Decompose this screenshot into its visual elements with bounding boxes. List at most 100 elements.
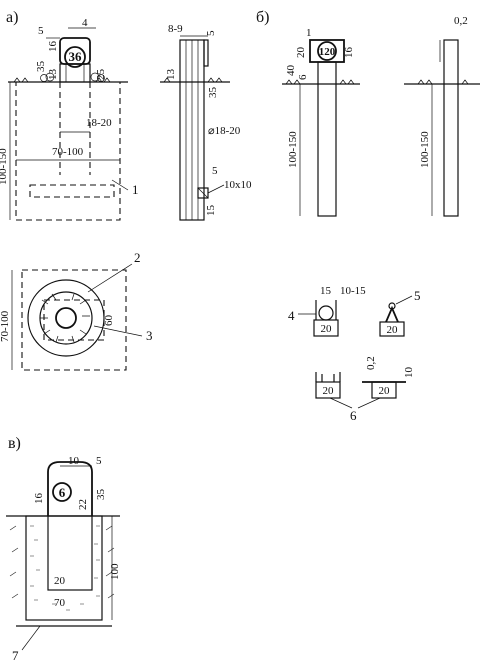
sign-number: 120 xyxy=(319,46,336,58)
callout-4: 4 xyxy=(288,308,295,323)
section-a-plan-view: 70-100 60 2 3 xyxy=(0,250,153,371)
leader-line xyxy=(21,625,41,651)
stone-ring-outer xyxy=(27,279,105,357)
dim-13: 13 xyxy=(165,69,177,81)
post-cap xyxy=(47,461,93,516)
dim-5: 5 xyxy=(212,165,218,177)
leader-line xyxy=(395,295,413,305)
post-section xyxy=(315,381,341,399)
dim-10-15: 10-15 xyxy=(340,285,366,297)
crossbar-hatch xyxy=(197,187,209,199)
ground-hatching xyxy=(285,79,355,85)
sign-number: 36 xyxy=(69,49,83,64)
dim-70-100: 70-100 xyxy=(0,310,11,342)
callout-5: 5 xyxy=(414,288,421,303)
leader-line xyxy=(329,397,353,409)
dim-15: 15 xyxy=(320,285,332,297)
dim-100-150: 100-150 xyxy=(287,131,299,168)
soil-hatching xyxy=(9,525,115,599)
dim-0-2: 0,2 xyxy=(365,356,377,370)
callout-2: 2 xyxy=(134,250,141,265)
dim-8-9: 8-9 xyxy=(168,23,183,35)
rail-head xyxy=(388,302,396,310)
dim-35: 35 xyxy=(95,489,107,501)
callout-7: 7 xyxy=(12,648,19,663)
section-a-side-view: 8-9 5 13 35 ⌀18-20 5 10х10 15 xyxy=(160,23,252,221)
section-a-front-view: а) 36 4 5 35 16 13 25 18-20 70-100 xyxy=(0,9,139,221)
dim-40: 40 xyxy=(285,65,297,77)
stone-texture xyxy=(40,293,90,343)
sign-circle xyxy=(64,46,86,68)
ground-hatching xyxy=(13,77,111,83)
dim-100: 100 xyxy=(109,563,121,580)
leader-line xyxy=(357,397,381,409)
dim-70: 70 xyxy=(54,597,66,609)
dim-5: 5 xyxy=(38,25,44,37)
post-above-ground xyxy=(59,63,91,83)
callout-1: 1 xyxy=(132,182,139,197)
section-b-side-view: 0,2 100-150 xyxy=(404,15,480,217)
dim-diameter: ⌀18-20 xyxy=(208,125,241,137)
pit-plan-outline xyxy=(21,269,127,371)
ground-hatching xyxy=(417,79,469,85)
dim-20-b: 20 xyxy=(387,324,399,336)
dim-6: 6 xyxy=(297,74,309,80)
section-label-a: а) xyxy=(6,9,18,26)
leader-line xyxy=(207,184,225,194)
dim-20-d: 20 xyxy=(379,385,391,397)
dim-5: 5 xyxy=(96,455,102,467)
rail-section xyxy=(385,305,399,323)
dim-35: 35 xyxy=(207,87,219,99)
section-v-post: в) 6 10 5 16 22 35 20 70 100 7 xyxy=(6,435,121,663)
dim-70-100: 70-100 xyxy=(52,146,84,158)
dim-0-2: 0,2 xyxy=(454,15,468,27)
dim-20-c: 20 xyxy=(323,385,335,397)
pit-outline xyxy=(15,81,121,221)
dim-4: 4 xyxy=(82,17,88,29)
leader-line xyxy=(87,263,133,293)
section-b-cross-sections: 20 15 10-15 4 20 5 20 20 0,2 10 6 xyxy=(288,285,421,423)
dim-10: 10 xyxy=(68,455,80,467)
dim-10x10: 10х10 xyxy=(224,179,252,191)
post-plan xyxy=(55,307,77,329)
dim-25: 25 xyxy=(95,69,107,81)
dim-100-150: 100-150 xyxy=(0,148,9,185)
dim-16: 16 xyxy=(343,47,355,59)
dim-16: 16 xyxy=(47,41,59,53)
dim-20: 20 xyxy=(54,575,66,587)
anchor-crossbar xyxy=(29,184,115,198)
stone xyxy=(90,72,100,82)
dim-60: 60 xyxy=(103,315,115,327)
dim-100-150: 100-150 xyxy=(419,131,431,168)
dim-35: 35 xyxy=(35,61,47,73)
dim-13: 13 xyxy=(47,69,59,81)
dim-1: 1 xyxy=(306,27,312,39)
dim-10: 10 xyxy=(403,367,415,379)
post-side xyxy=(443,39,459,217)
pipe-section xyxy=(318,305,334,321)
dim-18-20: 18-20 xyxy=(86,117,112,129)
section-b-front-view: б) 120 1 20 40 16 6 100-150 xyxy=(256,9,360,217)
dim-15: 15 xyxy=(205,205,217,217)
stone xyxy=(45,72,55,82)
post-section xyxy=(313,319,339,337)
ground-hatching xyxy=(163,77,223,83)
dim-16: 16 xyxy=(33,493,45,505)
callout-3: 3 xyxy=(146,328,153,343)
leader-line xyxy=(93,325,143,337)
dim-20-a: 20 xyxy=(321,323,333,335)
dim-22: 22 xyxy=(77,499,89,510)
post-section xyxy=(379,321,405,337)
section-label-v: в) xyxy=(8,435,21,452)
post-buried xyxy=(47,515,93,591)
callout-6: 6 xyxy=(350,408,357,423)
bracket-arms xyxy=(315,372,341,382)
dim-20: 20 xyxy=(295,47,307,59)
section-label-b: б) xyxy=(256,9,269,26)
crossbar-plan xyxy=(43,299,105,341)
concrete-texture xyxy=(30,525,100,611)
sign-plate-edge xyxy=(203,39,209,67)
sign-circle xyxy=(52,482,72,502)
sign-number: 6 xyxy=(59,485,66,500)
